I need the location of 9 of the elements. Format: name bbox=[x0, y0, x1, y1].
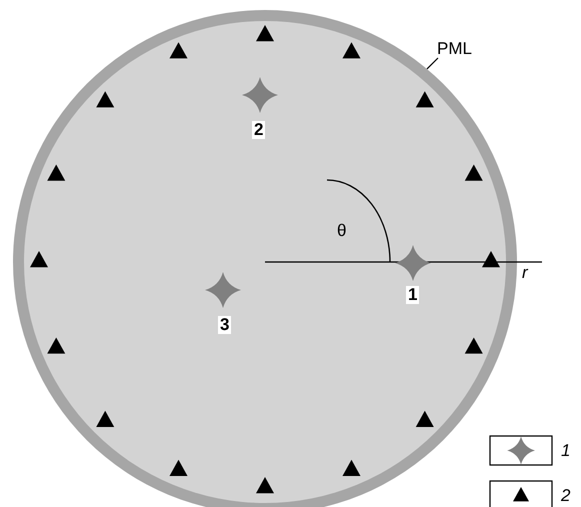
legend-label: 1 bbox=[561, 442, 570, 460]
source-number: 1 bbox=[406, 286, 420, 304]
leader-line bbox=[426, 58, 438, 70]
legend-label: 2 bbox=[561, 487, 570, 505]
axis-label: r bbox=[522, 264, 528, 282]
angle-symbol: θ bbox=[337, 222, 346, 240]
pml-label: PML bbox=[437, 40, 472, 58]
source-number: 3 bbox=[218, 316, 232, 334]
source-number: 2 bbox=[252, 121, 266, 139]
